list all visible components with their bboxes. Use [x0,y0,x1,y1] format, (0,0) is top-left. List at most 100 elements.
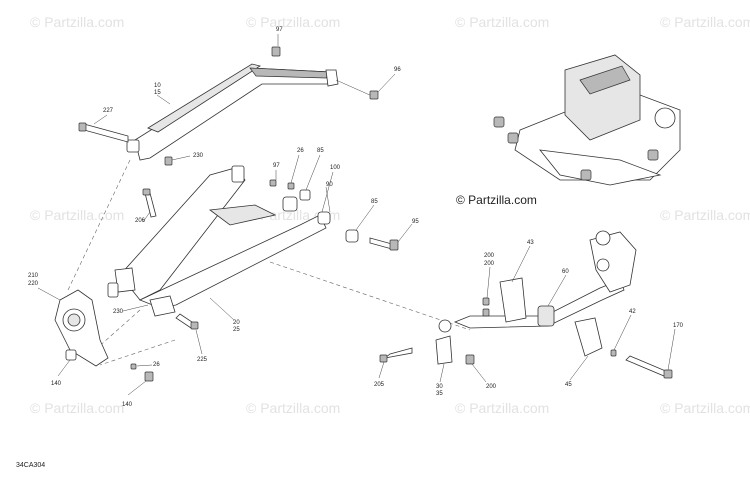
bolt-225 [175,313,199,330]
callout-45: 45 [565,382,572,388]
callout-95: 95 [412,219,419,225]
sway-bar-clamp [537,305,555,327]
leader-line [471,363,487,383]
leader-line [37,287,61,301]
leader-line [378,361,385,379]
callout-225: 225 [197,357,208,363]
nut [144,371,154,382]
bolt-head [389,239,399,251]
leader-line [486,266,491,299]
watermark: © Partzilla.com [246,400,340,416]
callout-25: 25 [233,327,240,333]
assembled-mount [647,149,659,161]
bolt-227 [78,122,129,143]
bolt-206 [142,188,157,218]
sway-bar-link [435,335,453,365]
lower-arm-front-bushing [231,165,245,183]
callout-230: 230 [193,153,204,159]
lower-arm [107,165,327,317]
leader-line [142,211,151,223]
callout-26: 26 [153,362,160,368]
callout-210: 210 [28,273,39,279]
callout-20: 20 [233,320,240,326]
upper-arm [126,46,379,166]
leader-line [305,154,321,191]
sway-bar-bushing [595,230,611,246]
bolt-head [663,369,673,379]
assembly-line [67,159,131,291]
callout-26: 26 [297,148,304,154]
watermark: © Partzilla.com [660,14,750,30]
leader-line [290,154,300,184]
callout-10: 10 [154,83,161,89]
callout-140: 140 [122,402,133,408]
bolt-head [78,122,87,132]
leader-lines [37,34,676,396]
callout-140: 140 [51,381,62,387]
leader-line [122,304,149,312]
bolt-head [369,90,379,100]
bushing-stack [269,179,399,251]
callout-230: 230 [113,309,124,315]
callout-97: 97 [273,163,280,169]
callout-200: 200 [484,253,495,259]
bushing [282,196,298,212]
watermark: © Partzilla.com [660,400,750,416]
sway-bar [379,230,673,379]
leader-line [355,204,375,231]
callout-42: 42 [629,309,636,315]
leader-line [439,363,445,383]
sway-bar-bushing [596,258,610,272]
callout-97: 97 [276,27,283,33]
nut [269,179,277,187]
leader-line [171,155,191,161]
assembly-lines [67,159,471,366]
bolt-shank [144,192,157,218]
sway-bar-bracket-43 [499,277,527,323]
leader-line [195,329,203,355]
leader-line [321,171,334,213]
leader-line [397,223,413,243]
upper-arm-end [325,69,339,87]
sway-bar-bracket-45 [574,317,603,357]
bushing [317,211,331,225]
nut [482,308,490,317]
knuckle [54,289,154,382]
leader-line [335,79,373,97]
callout-85: 85 [371,199,378,205]
bolt-head [142,188,151,196]
callout-labels: 97 96 10 15 227 230 97 26 85 100 90 85 9… [28,27,684,408]
callout-15: 15 [154,90,161,96]
leader-line [667,328,676,371]
leader-line [613,314,632,351]
leader-line [136,364,153,367]
bolt-shank [625,355,669,377]
watermark: © Partzilla.com [455,14,549,30]
nut [271,46,281,57]
callout-35: 35 [436,391,443,397]
assembly-line [269,261,471,331]
leader-line [547,274,567,307]
callout-96: 96 [394,67,401,73]
watermark: © Partzilla.com [30,207,124,223]
nut [287,182,295,190]
callout-227: 227 [103,108,114,114]
bolt-head [379,354,388,363]
assembled-top-face [579,65,631,95]
bushing [345,229,359,243]
upper-arm-bushing [126,139,140,153]
nut [164,156,173,166]
leader-line [93,114,108,125]
sway-bar-end-bracket [589,231,637,293]
watermark-group: © Partzilla.com © Partzilla.com © Partzi… [30,14,750,416]
washer [130,363,137,370]
washer [299,189,311,201]
assembled-mount [507,132,519,144]
knuckle-bore-inner [67,313,81,327]
watermark: © Partzilla.com [660,207,750,223]
leader-line [325,186,331,213]
bolt-shank [384,347,413,359]
watermark: © Partzilla.com [30,14,124,30]
